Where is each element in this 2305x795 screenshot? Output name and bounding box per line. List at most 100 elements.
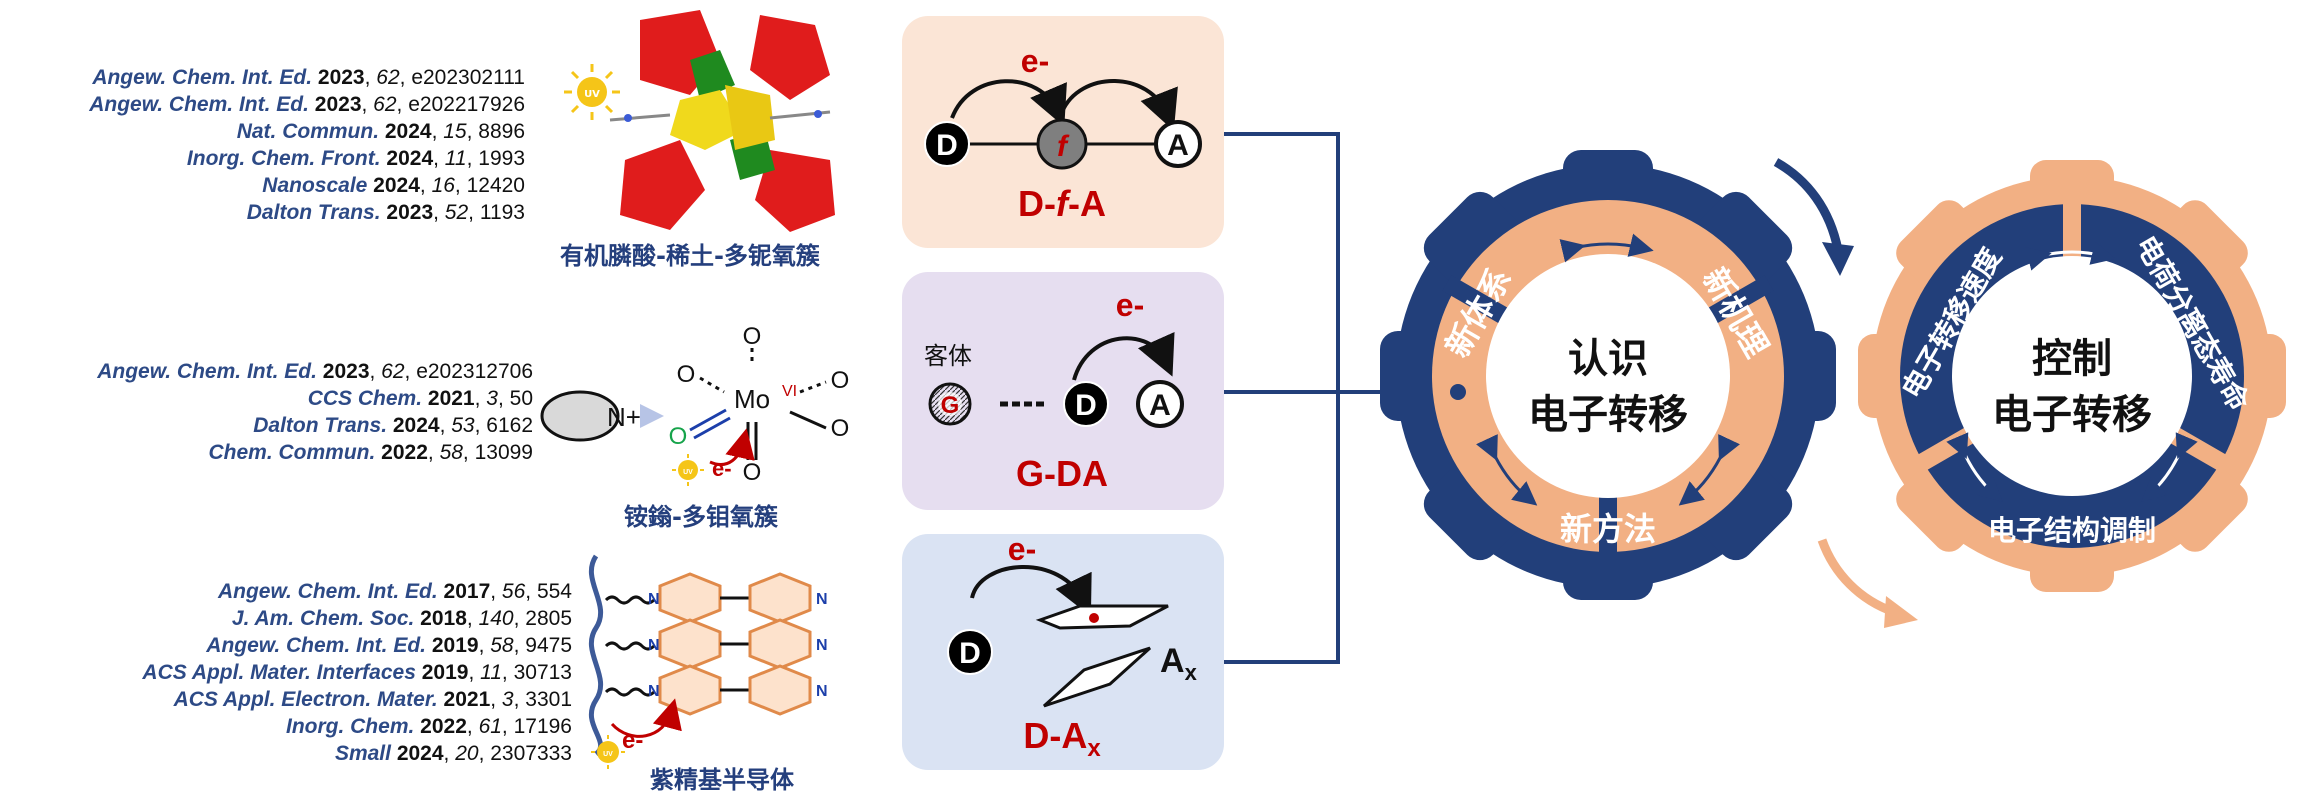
guest-label: 客体 xyxy=(924,342,972,370)
reference-volume: 62 xyxy=(381,360,405,383)
n-label-3: N xyxy=(648,637,660,654)
left-gear-cycle-arrows xyxy=(1476,233,1740,506)
reference-pages: 50 xyxy=(509,387,533,410)
n-label-6: N xyxy=(816,683,828,700)
reference-pages: 1993 xyxy=(478,147,525,170)
reference-year: 2018 xyxy=(420,607,467,630)
reference-entry: J. Am. Chem. Soc. 2018, 140, 2805 xyxy=(231,607,572,630)
electron-arrow-dax xyxy=(970,565,1092,617)
reference-year: 2023 xyxy=(386,201,434,224)
reference-pages: 30713 xyxy=(513,661,572,684)
acceptor-node-2 xyxy=(1136,380,1184,428)
reference-year: 2023 xyxy=(322,360,370,383)
electron-arrow-d-to-f xyxy=(950,79,1067,127)
acceptor-node-1 xyxy=(1154,120,1202,168)
uv-sun-icon-3 xyxy=(591,735,625,769)
ammonium-cation: N+ xyxy=(540,390,641,442)
transition-arrowhead-bottom xyxy=(1884,596,1918,628)
journal-name: Angew. Chem. Int. Ed. xyxy=(206,634,432,657)
interaction-arrow-icon xyxy=(640,404,664,428)
photo-electron-arrow xyxy=(610,698,682,738)
acceptor-plane-1 xyxy=(1035,604,1169,630)
reference-pages: e202217926 xyxy=(408,93,525,116)
reference-pages: 2307333 xyxy=(490,742,572,765)
reference-year: 2019 xyxy=(431,634,479,657)
caption-viologen-semiconductor: 紫精基半导体 xyxy=(650,766,794,794)
reference-pages: 8896 xyxy=(478,120,525,143)
reference-entry: Angew. Chem. Int. Ed. 2023, 62, e2023127… xyxy=(97,360,533,383)
reference-pages: e202302111 xyxy=(411,66,525,89)
reference-volume: 11 xyxy=(480,661,502,684)
reference-entry: ACS Appl. Mater. Interfaces 2019, 11, 30… xyxy=(142,661,572,684)
oxygen-bottom: O xyxy=(743,459,762,486)
reference-volume: 53 xyxy=(451,414,475,437)
caption-ammonium-molybdate: 铵鎓-多钼氧簇 xyxy=(624,503,778,531)
donor-label-3: D xyxy=(959,637,981,670)
oxygen-top: O xyxy=(743,323,762,350)
donor-node-1 xyxy=(924,121,970,167)
rare-earth-node xyxy=(1036,118,1088,170)
rare-earth-label: f xyxy=(1057,130,1070,163)
journal-name: Inorg. Chem. xyxy=(285,715,421,738)
electron-label-2: e- xyxy=(1116,287,1144,323)
reference-entry: Chem. Commun. 2022, 58, 13099 xyxy=(208,441,533,464)
journal-name: Small xyxy=(334,742,397,765)
caption-phosphonate-cluster: 有机膦酸-稀土-多铌氧簇 xyxy=(560,242,820,270)
reference-volume: 3 xyxy=(501,688,514,711)
reference-volume: 20 xyxy=(455,742,479,765)
right-gear-cycle-arrows xyxy=(1946,241,2198,503)
reference-entry: Dalton Trans. 2024, 53, 6162 xyxy=(253,414,533,437)
reference-year: 2019 xyxy=(421,661,469,684)
acceptor-label-2: A xyxy=(1149,389,1171,422)
reference-entry: Small 2024, 20, 2307333 xyxy=(334,742,572,765)
reference-volume: 3 xyxy=(486,387,498,410)
segment-electronic-structure: 电子结构调制 xyxy=(1988,514,2156,547)
left-gear-title-1: 认识 xyxy=(1568,336,1648,382)
reference-entry: CCS Chem. 2021, 3, 50 xyxy=(307,387,533,410)
uv-label: UV xyxy=(584,89,600,100)
oxygen-upper-left: O xyxy=(677,361,696,388)
reference-volume: 16 xyxy=(431,174,455,197)
electron-arrow-f-to-a xyxy=(1060,79,1178,131)
journal-name: J. Am. Chem. Soc. xyxy=(231,607,421,630)
acceptor-label-3: Ax xyxy=(1160,642,1198,685)
left-gear-title-2: 电子转移 xyxy=(1528,392,1688,438)
n-label-5: N xyxy=(648,683,660,700)
interaction-center xyxy=(1089,613,1099,623)
reference-year: 2024 xyxy=(386,147,434,170)
reference-pages: 13099 xyxy=(474,441,533,464)
transition-arrow-top xyxy=(1773,158,1843,251)
reference-volume: 52 xyxy=(444,201,469,224)
reference-volume: 62 xyxy=(376,66,400,89)
oxygen-excited: O xyxy=(669,423,688,450)
reference-entry: Nanoscale 2024, 16, 12420 xyxy=(262,174,525,197)
reference-year: 2024 xyxy=(373,174,420,197)
reference-volume: 62 xyxy=(373,93,397,116)
reference-volume: 58 xyxy=(490,634,514,657)
cluster-structure-image xyxy=(609,10,835,232)
reference-pages: 17196 xyxy=(513,715,572,738)
uv-sun-icon-2 xyxy=(672,454,704,486)
journal-name: Chem. Commun. xyxy=(208,441,382,464)
reference-entry: Inorg. Chem. 2022, 61, 17196 xyxy=(285,715,572,738)
molybdenum-label: Mo xyxy=(734,384,770,414)
electron-label-3: e- xyxy=(1008,531,1036,567)
electron-label-1: e- xyxy=(1021,43,1049,79)
reference-year: 2024 xyxy=(396,742,444,765)
scheme-title-gda: G-DA xyxy=(1016,453,1108,494)
reference-year: 2024 xyxy=(384,120,432,143)
reference-pages: 12420 xyxy=(466,174,525,197)
acceptor-plane-2 xyxy=(1042,646,1152,708)
uv-label-2: UV xyxy=(683,469,693,476)
reference-year: 2021 xyxy=(427,387,475,410)
oxygen-lower-right: O xyxy=(831,415,850,442)
svg-text:N+: N+ xyxy=(607,402,641,432)
reference-year: 2022 xyxy=(420,715,467,738)
journal-name: ACS Appl. Electron. Mater. xyxy=(173,688,444,711)
reference-pages: e202312706 xyxy=(416,360,533,383)
viologen-stack xyxy=(604,572,812,716)
journal-name: Nat. Commun. xyxy=(236,120,385,143)
reference-year: 2021 xyxy=(443,688,491,711)
transition-arrowhead-top xyxy=(1822,242,1854,276)
